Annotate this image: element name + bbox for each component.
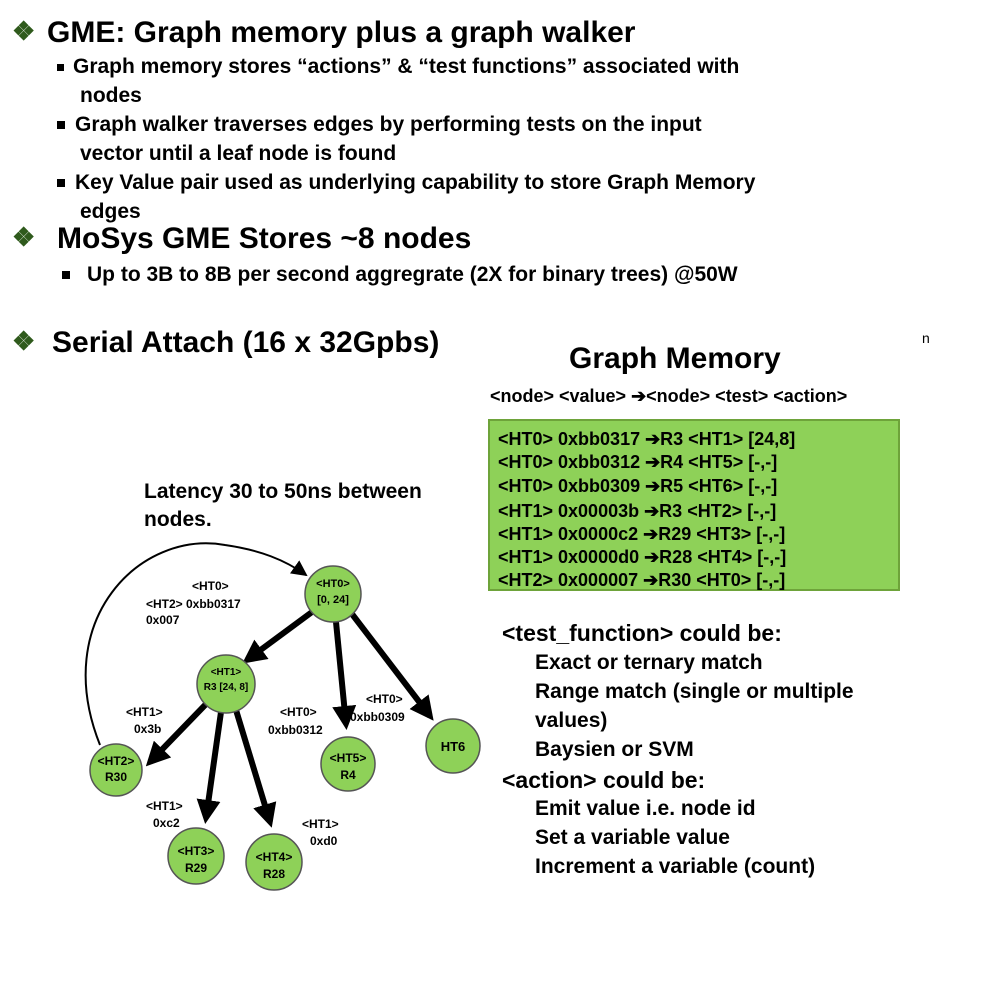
graph-memory-table: <HT0> 0xbb0317 ➔R3 <HT1> [24,8] <HT0> 0x… [488, 419, 900, 591]
node-label: R4 [340, 768, 356, 782]
node-ht6: HT6 [425, 718, 481, 774]
node-label: <HT4> [256, 850, 293, 864]
svg-text:<HT1>: <HT1> [302, 817, 339, 831]
svg-text:0xc2: 0xc2 [153, 816, 180, 830]
square-bullet-icon [62, 271, 70, 280]
action-heading: <action> could be: [502, 767, 706, 793]
bullet-graph-memory: Graph memory stores “actions” & “test fu… [57, 52, 739, 81]
svg-text:<HT2>: <HT2> [146, 597, 183, 611]
table-row: <HT1> 0x0000c2 ➔R29 <HT3> [-,-] [498, 524, 786, 544]
bullet-graph-memory-cont: nodes [80, 84, 142, 107]
edge-label-ht0-ht5: <HT0> 0xbb0312 [268, 705, 323, 737]
bullet-diamond-icon: ❖ [12, 16, 36, 46]
latency-label-cont: nodes. [144, 508, 212, 531]
test-item: Baysien or SVM [535, 738, 694, 761]
node-label: R3 [24, 8] [204, 682, 248, 693]
svg-text:0xbb0317: 0xbb0317 [186, 597, 241, 611]
table-row: <HT1> 0x0000d0 ➔R28 <HT4> [-,-] [498, 547, 787, 567]
node-label: R29 [185, 861, 207, 875]
svg-text:0x007: 0x007 [146, 613, 180, 627]
action-item: Increment a variable (count) [535, 855, 816, 878]
edge-ht2-ht0 [84, 542, 308, 746]
edge-ht0-ht5 [332, 621, 357, 730]
node-label: <HT1> [211, 667, 242, 678]
node-label: R28 [263, 867, 285, 881]
svg-text:0xd0: 0xd0 [310, 834, 338, 848]
bullet-key-value-cont: edges [80, 200, 141, 223]
graph-memory-header: <node> <value> ➔<node> <test> <action> [490, 386, 848, 406]
node-ht5: <HT5> R4 [320, 736, 376, 792]
node-label: HT6 [441, 739, 466, 754]
node-label: <HT3> [178, 844, 215, 858]
edge-label-ht2-ht0: <HT2> 0x007 [146, 597, 183, 627]
node-ht2: <HT2> R30 [89, 743, 143, 797]
table-row: <HT0> 0xbb0317 ➔R3 <HT1> [24,8] [498, 429, 796, 449]
edge-ht1-ht2 [145, 699, 211, 767]
table-row: <HT0> 0xbb0309 ➔R5 <HT6> [-,-] [498, 476, 778, 496]
edge-label-top: <HT0> 0xbb0317 [186, 579, 241, 611]
edge-label-ht0-ht6: <HT0> 0xbb0309 [350, 692, 405, 724]
svg-text:<HT1>: <HT1> [126, 705, 163, 719]
bullet-diamond-icon: ❖ [12, 222, 36, 252]
edge-ht0-ht1 [242, 609, 314, 664]
node-label: [0, 24] [317, 594, 349, 606]
bullet-text: Graph memory stores “actions” & “test fu… [73, 55, 740, 78]
edge-label-ht1-ht3: <HT1> 0xc2 [146, 799, 183, 830]
svg-text:<HT0>: <HT0> [280, 705, 317, 719]
bullet-text: Key Value pair used as underlying capabi… [75, 171, 756, 194]
test-function-heading: <test_function> could be: [502, 620, 782, 646]
latency-label: Latency 30 to 50ns between [144, 480, 422, 503]
edge-label-ht1-ht4: <HT1> 0xd0 [302, 817, 339, 848]
svg-text:<HT0>: <HT0> [192, 579, 229, 593]
svg-text:0xbb0312: 0xbb0312 [268, 723, 323, 737]
action-item: Emit value i.e. node id [535, 797, 756, 820]
test-item: Exact or ternary match [535, 651, 763, 674]
svg-text:0x3b: 0x3b [134, 722, 161, 736]
node-ht0: <HT0> [0, 24] [304, 565, 362, 623]
edge-ht1-ht4 [233, 709, 277, 828]
node-label: <HT5> [330, 751, 367, 765]
node-label: <HT2> [98, 754, 135, 768]
test-item: values) [535, 709, 608, 732]
bullet-mosys-rate: Up to 3B to 8B per second aggregrate (2X… [62, 260, 738, 289]
node-ht1: <HT1> R3 [24, 8] [196, 654, 256, 714]
bullet-graph-walker-cont: vector until a leaf node is found [80, 142, 397, 165]
node-ht4: <HT4> R28 [245, 833, 303, 891]
serial-attach-heading: Serial Attach (16 x 32Gpbs) [52, 326, 440, 359]
svg-text:0xbb0309: 0xbb0309 [350, 710, 405, 724]
table-row: <HT1> 0x00003b ➔R3 <HT2> [-,-] [498, 501, 777, 521]
node-label: R30 [105, 770, 127, 784]
test-item: Range match (single or multiple [535, 680, 854, 703]
node-ht3: <HT3> R29 [167, 827, 225, 885]
bullet-graph-walker: Graph walker traverses edges by performi… [57, 110, 702, 139]
action-item: Set a variable value [535, 826, 730, 849]
square-bullet-icon [57, 179, 65, 188]
square-bullet-icon [57, 121, 65, 130]
bullet-diamond-icon: ❖ [12, 326, 36, 356]
mosys-heading: MoSys GME Stores ~8 nodes [57, 222, 472, 255]
edge-label-ht1-ht2: <HT1> 0x3b [126, 705, 163, 736]
bullet-key-value: Key Value pair used as underlying capabi… [57, 168, 755, 197]
bullet-text: Graph walker traverses edges by performi… [75, 113, 702, 136]
svg-text:<HT1>: <HT1> [146, 799, 183, 813]
stray-text: n [922, 330, 930, 346]
graph-memory-title: Graph Memory [569, 342, 781, 375]
main-title: GME: Graph memory plus a graph walker [47, 16, 636, 49]
square-bullet-icon [57, 63, 64, 71]
svg-text:<HT0>: <HT0> [366, 692, 403, 706]
edge-ht0-ht6 [349, 612, 434, 721]
edge-ht1-ht3 [196, 711, 224, 824]
node-label: <HT0> [316, 578, 350, 590]
bullet-text: Up to 3B to 8B per second aggregrate (2X… [87, 263, 738, 286]
table-row: <HT0> 0xbb0312 ➔R4 <HT5> [-,-] [498, 452, 778, 472]
table-row: <HT2> 0x000007 ➔R30 <HT0> [-,-] [498, 570, 786, 590]
